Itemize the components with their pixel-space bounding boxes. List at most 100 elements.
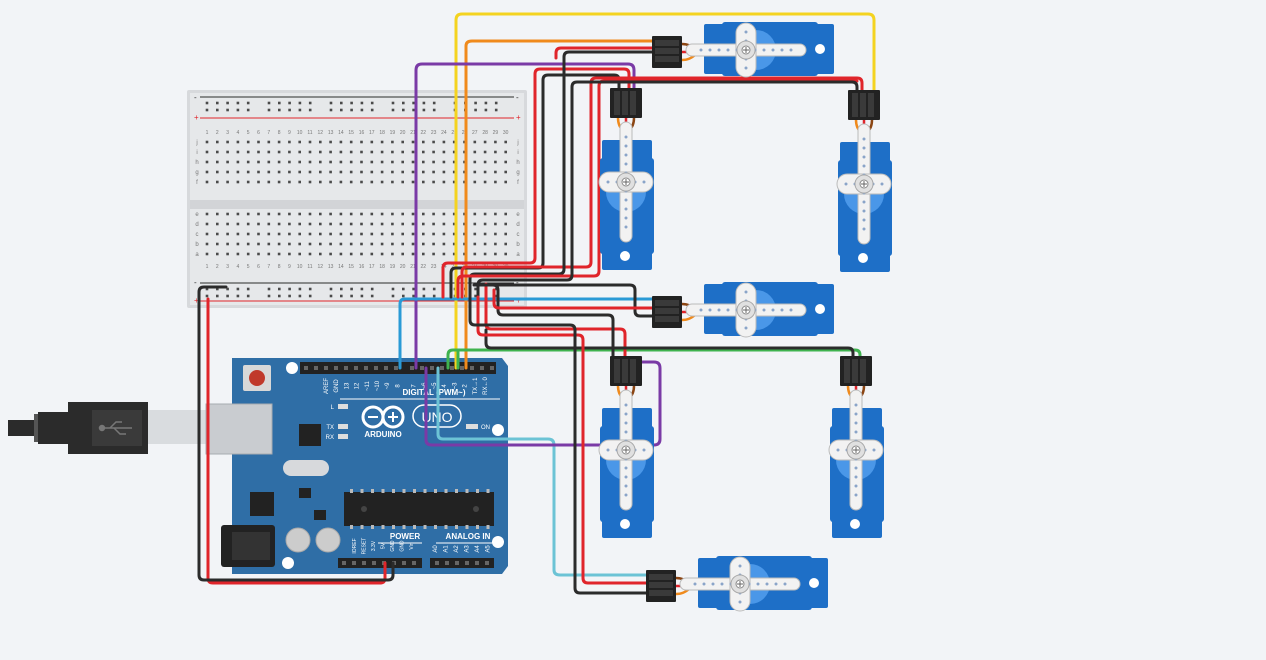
breadboard-hole [411, 242, 415, 246]
breadboard-hole [411, 180, 415, 184]
breadboard-hole [422, 287, 426, 291]
wire-orange[interactable] [464, 39, 657, 370]
breadboard-hole [391, 180, 394, 184]
column-number: 12 [318, 264, 324, 270]
header-pin [475, 561, 479, 565]
breadboard-hole [216, 150, 219, 154]
breadboard-hole [401, 242, 404, 246]
breadboard-hole [370, 222, 374, 226]
chip-pin [413, 489, 416, 493]
breadboard-hole [205, 212, 209, 216]
wire-black[interactable] [468, 295, 652, 595]
wire-black[interactable] [472, 283, 658, 318]
wire-black[interactable] [476, 80, 859, 299]
breadboard-hole [370, 242, 374, 246]
chip-pin [402, 525, 406, 529]
power-pin-label: Vin [409, 542, 415, 549]
wire-red[interactable] [460, 76, 864, 299]
breadboard-hole [267, 252, 271, 256]
wire-purple[interactable] [414, 62, 636, 370]
breadboard-hole [391, 222, 394, 226]
breadboard-hole [288, 180, 291, 184]
breadboard-hole [205, 294, 209, 298]
column-number: 18 [379, 264, 385, 270]
breadboard-hole [308, 232, 312, 236]
breadboard-hole [205, 180, 209, 184]
servo-connector[interactable] [848, 90, 880, 120]
header-pin [450, 366, 454, 370]
wire-red[interactable] [492, 288, 658, 310]
breadboard-hole [246, 101, 250, 105]
servo-connector[interactable] [652, 296, 682, 328]
wire-black[interactable] [449, 73, 621, 299]
servo-connector[interactable] [610, 356, 642, 386]
breadboard-hole [504, 232, 507, 236]
wire-yellow[interactable] [454, 12, 876, 370]
breadboard-hole [246, 180, 250, 184]
breadboard-hole [401, 232, 404, 236]
breadboard-hole [411, 232, 415, 236]
breadboard-hole [308, 252, 312, 256]
wire-green[interactable] [446, 348, 862, 370]
breadboard-hole [226, 101, 229, 105]
wire-red[interactable] [441, 67, 631, 299]
header-pin [362, 561, 366, 565]
row-letter: j [516, 140, 518, 146]
breadboard-hole [473, 232, 477, 236]
wire-purple[interactable] [424, 360, 662, 447]
breadboard[interactable]: --++--++11223344556677889910101111121213… [187, 90, 527, 308]
servo-motor[interactable] [598, 88, 654, 270]
breadboard-hole [432, 180, 435, 184]
servo-motor[interactable] [828, 356, 884, 538]
header-pin [480, 366, 484, 370]
breadboard-hole [329, 150, 332, 154]
chip-pin [413, 525, 416, 529]
breadboard-hole [205, 108, 209, 112]
usb-cable[interactable] [8, 402, 210, 454]
servo-connector[interactable] [652, 36, 682, 68]
breadboard-hole [484, 108, 488, 112]
reset-button-cap[interactable] [249, 370, 265, 386]
servo-connector[interactable] [840, 356, 872, 386]
breadboard-hole [216, 212, 219, 216]
wire-cyan[interactable] [436, 366, 652, 577]
breadboard-hole [370, 294, 374, 298]
breadboard-hole [391, 108, 395, 112]
wire-black[interactable] [484, 328, 855, 364]
breadboard-hole [484, 101, 488, 105]
breadboard-hole [308, 212, 312, 216]
row-letter: c [517, 232, 520, 238]
header-pin [334, 366, 338, 370]
column-number: 7 [267, 130, 270, 136]
breadboard-hole [308, 160, 312, 164]
servo-motor[interactable] [646, 556, 828, 612]
row-letter: h [516, 160, 519, 166]
servo-motor[interactable] [652, 282, 834, 338]
breadboard-hole [370, 180, 374, 184]
wire-black[interactable] [197, 285, 395, 582]
breadboard-hole [226, 232, 229, 236]
breadboard-hole [288, 287, 291, 291]
wire-blue[interactable] [398, 297, 658, 370]
breadboard-hole [380, 232, 384, 236]
breadboard-hole [329, 232, 332, 236]
rail-label: + [194, 113, 199, 122]
wire-red[interactable] [554, 46, 657, 60]
chip-notch [361, 506, 367, 512]
wire-red[interactable] [476, 295, 652, 585]
servo-motor[interactable] [836, 90, 892, 272]
breadboard-hole [205, 232, 209, 236]
servo-motor[interactable] [652, 22, 834, 78]
breadboard-hole [277, 212, 281, 216]
servo-connector[interactable] [646, 570, 676, 602]
breadboard-hole [422, 108, 426, 112]
breadboard-hole [401, 212, 404, 216]
servo-connector[interactable] [610, 88, 642, 118]
power-pin-label: RESET [362, 538, 368, 555]
servo-motor[interactable] [598, 356, 654, 538]
wire-black[interactable] [476, 283, 615, 364]
header-pin [440, 366, 444, 370]
breadboard-hole [236, 150, 240, 154]
